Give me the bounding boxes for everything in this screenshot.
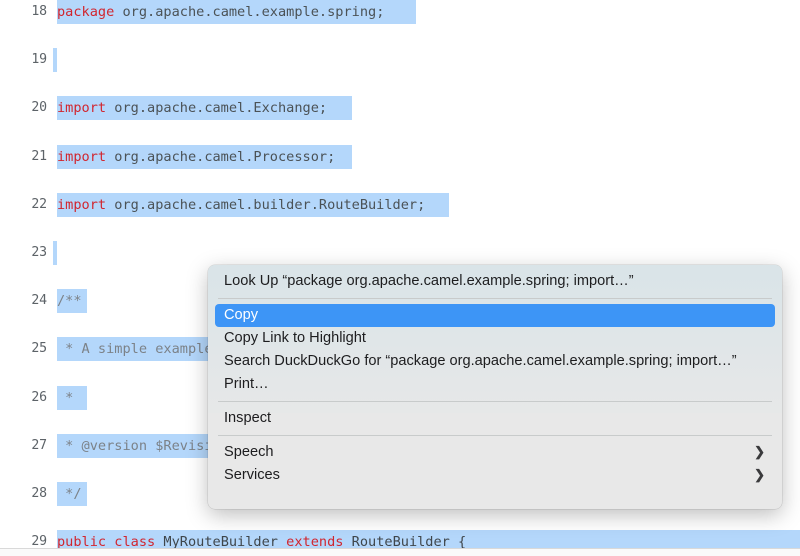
selection-highlight <box>53 48 57 73</box>
context-menu-item-copy-link-to-highlight[interactable]: Copy Link to Highlight <box>224 330 366 346</box>
selection-highlight <box>57 530 800 548</box>
line-number: 27 <box>31 437 47 453</box>
code-line[interactable]: 28 */ <box>0 481 800 507</box>
selection-highlight <box>53 240 57 266</box>
line-number: 29 <box>31 534 47 548</box>
line-number: 21 <box>31 148 47 164</box>
context-menu-separator <box>218 435 772 436</box>
line-number: 22 <box>31 196 47 212</box>
selection-highlight <box>57 192 449 217</box>
code-line[interactable]: 20 import org.apache.camel.Exchange; <box>0 96 800 121</box>
code-line[interactable]: 18 package org.apache.camel.example.spri… <box>0 0 800 25</box>
context-menu-separator <box>218 401 772 402</box>
line-number: 24 <box>31 293 47 309</box>
code-line[interactable]: 26 * <box>0 385 800 410</box>
selection-highlight <box>57 0 416 25</box>
context-menu-item-print[interactable]: Print… <box>224 376 269 392</box>
code-line[interactable]: 22 import org.apache.camel.builder.Route… <box>0 192 800 217</box>
line-number: 25 <box>31 341 47 357</box>
viewport-bottom-fill <box>0 549 800 556</box>
selection-highlight <box>57 481 87 507</box>
context-menu-item-services[interactable]: Services ❯ <box>215 464 775 487</box>
line-number: 26 <box>31 389 47 405</box>
selection-highlight <box>57 96 352 121</box>
context-menu[interactable]: Look Up “package org.apache.camel.exampl… <box>208 265 782 509</box>
context-menu-item-search-duckduckgo[interactable]: Search DuckDuckGo for “package org.apach… <box>224 353 737 369</box>
line-number: 28 <box>31 485 47 501</box>
selection-highlight <box>57 289 87 314</box>
chevron-right-icon: ❯ <box>754 444 765 459</box>
selection-highlight <box>57 144 352 169</box>
line-content: */ <box>57 485 82 502</box>
line-content: package org.apache.camel.example.spring; <box>57 4 385 20</box>
code-line[interactable]: 29 public class MyRouteBuilder extends R… <box>0 530 800 548</box>
chevron-right-icon: ❯ <box>754 467 765 482</box>
line-content: import org.apache.camel.Processor; <box>57 148 336 165</box>
line-content: /** <box>57 293 82 310</box>
line-number: 18 <box>31 4 47 19</box>
code-line[interactable]: 21 import org.apache.camel.Processor; <box>0 144 800 169</box>
line-content: public class MyRouteBuilder extends Rout… <box>57 534 467 548</box>
context-menu-item-label: Speech <box>224 444 274 460</box>
line-content: import org.apache.camel.Exchange; <box>57 100 328 117</box>
context-menu-item-inspect[interactable]: Inspect <box>224 410 272 426</box>
viewport-bottom-divider <box>0 548 800 549</box>
selection-highlight <box>57 385 87 410</box>
context-menu-item-look-up[interactable]: Look Up “package org.apache.camel.exampl… <box>224 273 634 289</box>
line-number: 23 <box>31 244 47 260</box>
code-line[interactable]: 23 <box>0 240 800 266</box>
context-menu-item-speech[interactable]: Speech ❯ <box>215 441 775 464</box>
context-menu-item-copy[interactable]: Copy <box>215 304 775 327</box>
line-number: 19 <box>31 52 47 68</box>
context-menu-item-label: Services <box>224 467 280 483</box>
line-content: * <box>57 389 74 406</box>
line-content: import org.apache.camel.builder.RouteBui… <box>57 196 426 213</box>
code-line[interactable]: 19 <box>0 48 800 73</box>
line-number: 20 <box>31 100 47 116</box>
code-line[interactable]: 24 /** <box>0 289 800 314</box>
context-menu-separator <box>218 298 772 299</box>
